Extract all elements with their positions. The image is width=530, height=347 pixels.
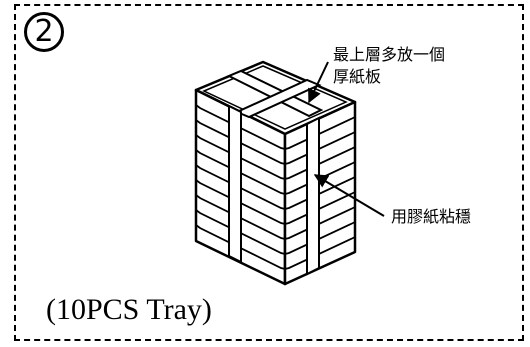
tray-count-caption: (10PCS Tray)	[46, 293, 212, 326]
right-face-tape	[306, 116, 320, 276]
top-callout-line-2: 厚紙板	[333, 67, 382, 86]
left-face-tape	[228, 104, 242, 264]
dashed-border-frame	[14, 4, 524, 341]
top-tape-strip-b	[234, 78, 322, 119]
step-number: 2	[34, 14, 54, 49]
top-callout-leader	[308, 61, 329, 104]
step-number-badge: 2	[24, 12, 64, 52]
tape-callout: 用膠紙粘穩	[391, 207, 472, 226]
top-cardboard-callout: 最上層多放一個 厚紙板	[333, 44, 445, 88]
side-callout-leader	[313, 174, 385, 217]
top-callout-line-1: 最上層多放一個	[333, 45, 446, 64]
